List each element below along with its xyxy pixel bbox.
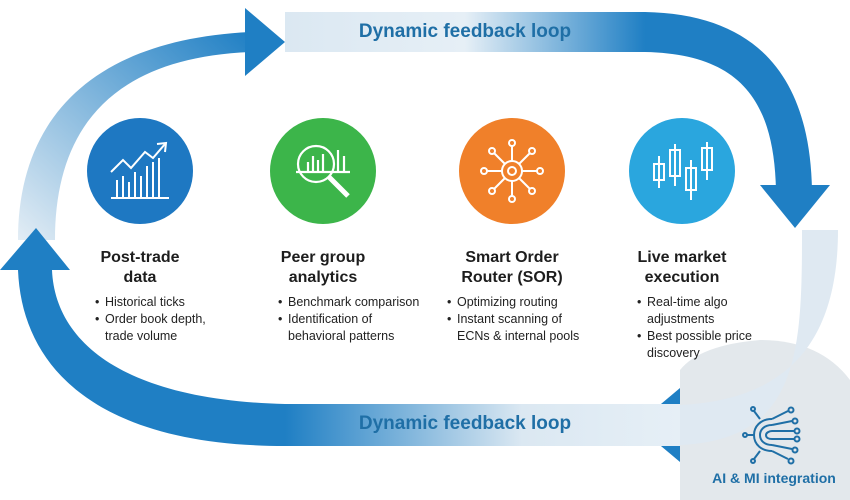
network-hub-icon <box>459 118 565 224</box>
bullet-item-continued: behavioral patterns <box>288 329 395 343</box>
right-arrow-head <box>760 185 830 228</box>
bullet-item: Best possible price <box>637 328 752 345</box>
bullet-item-continued: ECNs & internal pools <box>457 329 580 343</box>
top-arrow-head <box>245 8 285 76</box>
bullet-item: Instant scanning of <box>447 311 579 328</box>
bullet-item-continued: trade volume <box>105 329 178 343</box>
left-arrow-head <box>0 228 70 270</box>
growth-chart-icon <box>87 118 193 224</box>
magnifier-chart-icon <box>270 118 376 224</box>
bullet-item-continued: adjustments <box>647 312 715 326</box>
bullet-item: Identification of <box>278 311 419 328</box>
bullet-item-continued: discovery <box>647 346 700 360</box>
bullet-item: Optimizing routing <box>447 294 579 311</box>
candlestick-icon <box>629 118 735 224</box>
bullet-item: Order book depth, <box>95 311 206 328</box>
top-right-arc <box>645 12 812 190</box>
bullet-item: Real-time algo <box>637 294 752 311</box>
bullet-item: Benchmark comparison <box>278 294 419 311</box>
top-left-arc <box>18 32 250 240</box>
bullet-item: Historical ticks <box>95 294 206 311</box>
bottom-right-arc <box>680 230 838 445</box>
bottom-banner-label: Dynamic feedback loop <box>358 413 572 434</box>
bottom-left-arc <box>18 270 285 446</box>
top-banner-label: Dynamic feedback loop <box>358 21 572 42</box>
ai-integration-label: AI & MI integration <box>712 470 836 486</box>
bottom-band <box>285 404 680 446</box>
top-band <box>285 12 645 52</box>
ai-circuit-icon <box>742 406 801 465</box>
